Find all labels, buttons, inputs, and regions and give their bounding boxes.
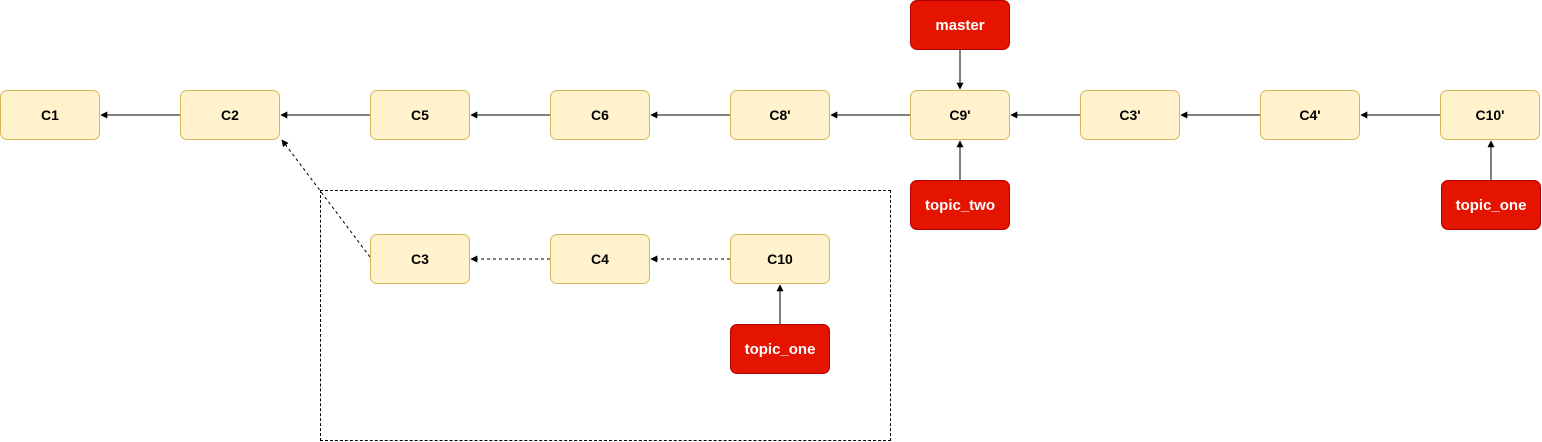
ref-topic-one-old: topic_one: [730, 324, 830, 374]
commit-c3: C3: [370, 234, 470, 284]
commit-c5: C5: [370, 90, 470, 140]
commit-c8-prime: C8': [730, 90, 830, 140]
ref-label: topic_one: [744, 340, 816, 358]
ref-topic-two: topic_two: [910, 180, 1010, 230]
commit-label: C3: [411, 251, 429, 267]
ref-label: master: [935, 16, 985, 34]
commit-c2: C2: [180, 90, 280, 140]
commit-c10-prime: C10': [1440, 90, 1540, 140]
commit-c4: C4: [550, 234, 650, 284]
commit-label: C4': [1299, 107, 1321, 123]
commit-c9-prime: C9': [910, 90, 1010, 140]
commit-label: C4: [591, 251, 609, 267]
ref-label: topic_one: [1455, 196, 1527, 214]
commit-label: C5: [411, 107, 429, 123]
commit-c6: C6: [550, 90, 650, 140]
commit-c3-prime: C3': [1080, 90, 1180, 140]
commit-label: C1: [41, 107, 59, 123]
commit-label: C3': [1119, 107, 1141, 123]
old-commits-group-box: [320, 190, 891, 441]
commit-label: C6: [591, 107, 609, 123]
commit-label: C2: [221, 107, 239, 123]
commit-c4-prime: C4': [1260, 90, 1360, 140]
ref-label: topic_two: [925, 196, 995, 214]
ref-master: master: [910, 0, 1010, 50]
commit-c1: C1: [0, 90, 100, 140]
commit-label: C10: [767, 251, 793, 267]
commit-label: C8': [769, 107, 791, 123]
commit-label: C9': [949, 107, 971, 123]
ref-topic-one-new: topic_one: [1441, 180, 1541, 230]
commit-c10: C10: [730, 234, 830, 284]
commit-label: C10': [1475, 107, 1505, 123]
edge-c3-c2-dashed: [281, 139, 371, 258]
